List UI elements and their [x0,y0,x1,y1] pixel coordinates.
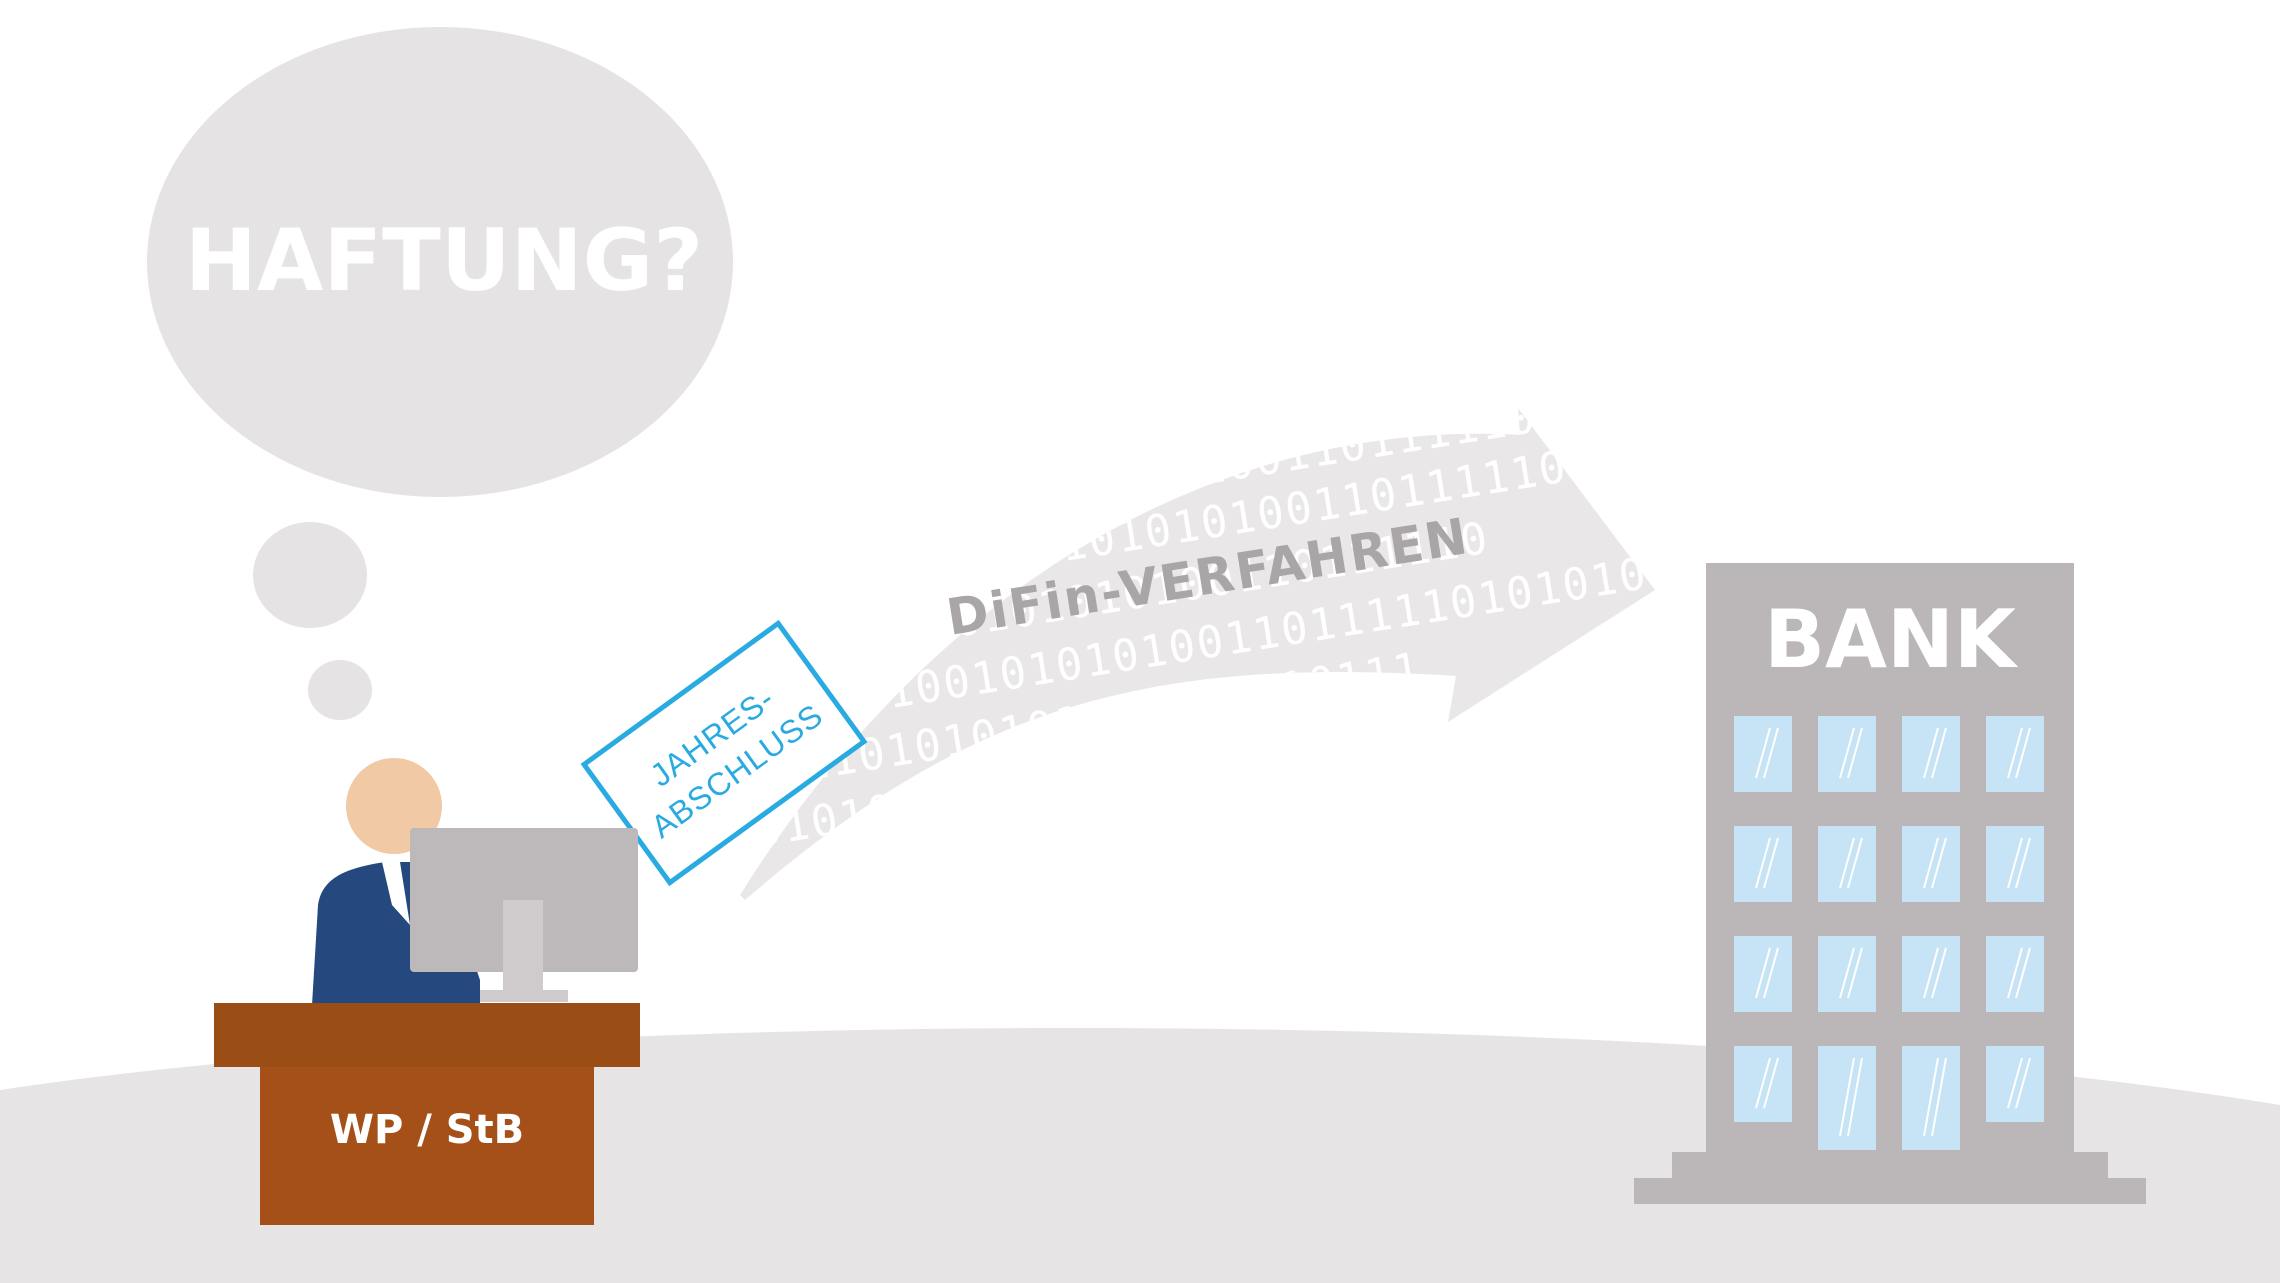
thought-text: HAFTUNG? [185,211,703,311]
window-reflection [2007,727,2031,779]
bank-base-lower [1634,1178,2146,1204]
window-reflection [2007,1057,2031,1109]
window-reflection [2007,947,2031,999]
window-reflection [1839,947,1863,999]
thought-bubble: HAFTUNG? [147,27,733,720]
window-reflection [1755,727,1779,779]
desk-top [214,1003,640,1067]
window-reflection [1839,1057,1863,1137]
person-collar [382,862,410,925]
window-reflection [1755,1057,1779,1109]
window-reflection [1839,837,1863,889]
window-reflection [1923,1057,1947,1137]
thought-bubble-dot-small [308,660,372,720]
window-reflection [1839,727,1863,779]
bank-building: BANK [1634,563,2146,1204]
bank-windows [1734,716,2044,1150]
desk: WP / StB [214,1003,640,1225]
difin-arrow: 01010101010100110111110101 0101010111101… [740,408,1655,900]
window-reflection [1755,837,1779,889]
thought-bubble-dot-large [253,522,367,628]
window-reflection [1755,947,1779,999]
desk-body [260,1067,594,1225]
thought-bubble-cloud [147,27,733,497]
window-reflection [2007,837,2031,889]
annual-statement-document: JAHRES- ABSCHLUSS [580,619,868,887]
bank-base-upper [1672,1152,2108,1180]
window-reflection [1923,947,1947,999]
document-frame [580,619,868,887]
desk-label: WP / StB [330,1107,524,1153]
window-reflection [1923,727,1947,779]
monitor-base [480,990,568,1002]
window-reflection [1923,837,1947,889]
monitor-stand [503,900,543,996]
arrow-shape [740,408,1655,900]
computer-monitor [410,828,638,1002]
bank-label: BANK [1764,593,2019,686]
person-hand [420,985,460,1003]
